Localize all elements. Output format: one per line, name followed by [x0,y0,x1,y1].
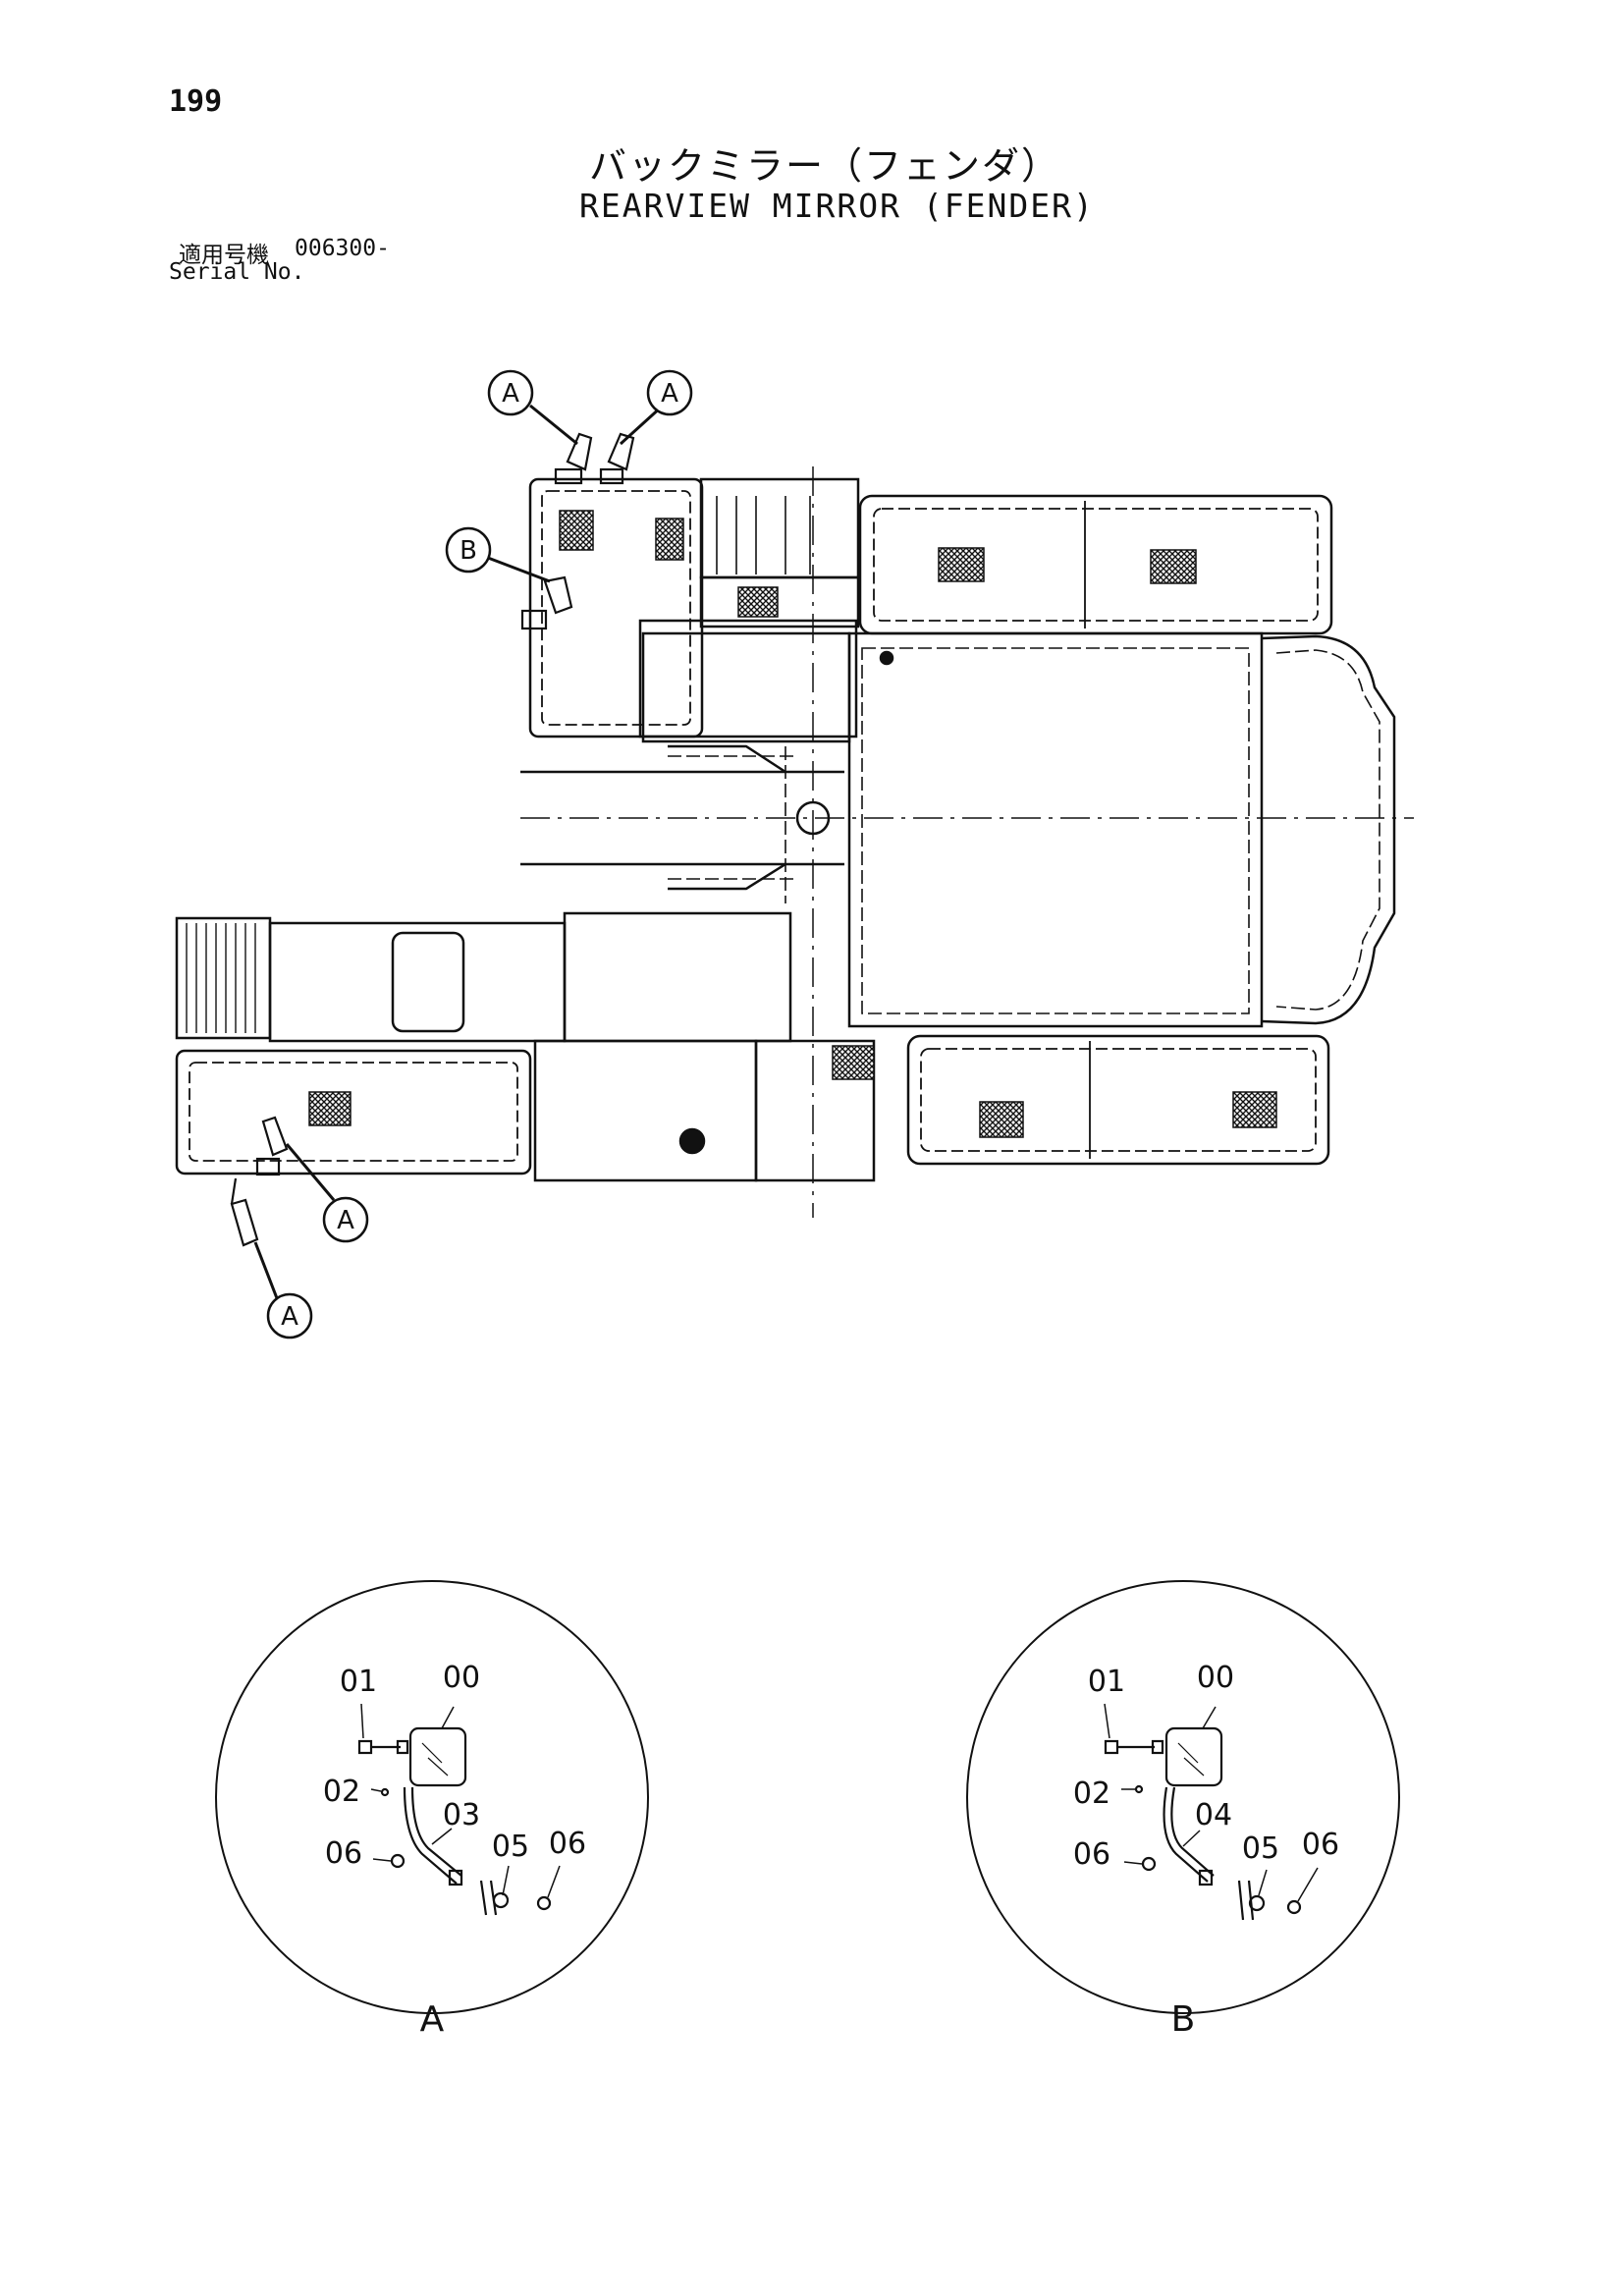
mirror-glass [1164,1726,1223,1787]
part-06-left: 06 [325,1836,362,1871]
part-06-left: 06 [1073,1837,1110,1872]
part-04: 04 [1195,1798,1232,1832]
lower-left-cab-block [175,911,876,1182]
main-body [641,631,1396,1028]
page-title-japanese: バックミラー（フェンダ） [589,144,1061,188]
page-number: 199 [169,84,223,119]
upper-right-fender [858,494,1333,635]
part-06-right: 06 [549,1827,586,1861]
mirror-b [543,575,573,615]
page-title-english: REARVIEW MIRROR (FENDER) [579,187,1095,225]
boom-region [520,744,844,903]
serial-label-japanese: 適用号機 [179,243,269,268]
part-01: 01 [1088,1665,1125,1699]
callout-a-2-label: A [661,379,678,409]
serial-number-value: 006300- [295,236,390,261]
callout-a-4-label: A [281,1302,298,1332]
part-02: 02 [1073,1777,1110,1811]
callout-b-1: B [445,526,492,574]
machine-top-view [175,404,1414,1299]
callout-a-1: A [487,369,534,416]
part-06-right: 06 [1302,1828,1339,1862]
part-02: 02 [323,1775,360,1809]
callout-a-3: A [322,1196,369,1243]
part-00: 00 [1197,1661,1234,1695]
mirror-lower-a-far [230,1198,259,1247]
serial-label-english: Serial No. [169,259,305,285]
part-05: 05 [492,1830,529,1864]
detail-a-caption: A [420,1999,445,2040]
mirror-lower-a [261,1116,289,1157]
callout-a-3-label: A [337,1206,354,1235]
detail-a-mirror-assembly [357,1726,552,1916]
part-01: 01 [340,1665,377,1699]
part-00: 00 [443,1661,480,1695]
callout-b-1-label: B [460,536,477,566]
callout-a-1-label: A [502,379,519,409]
callout-leaders [253,404,665,1299]
upper-left-cab-block [528,477,860,738]
part-05: 05 [1242,1831,1279,1866]
mirror-mounts [230,432,635,1247]
detail-b-caption: B [1171,1999,1196,2040]
callout-a-2: A [646,369,693,416]
callout-a-4: A [266,1292,313,1339]
detail-view-b: B 01 00 02 [966,1580,1400,2040]
mirror-glass [408,1726,467,1787]
part-03: 03 [443,1798,480,1832]
mirror-upper-right [607,432,635,471]
detail-b-mirror-assembly [1104,1726,1302,1921]
lower-right-fender [906,1034,1330,1166]
detail-view-a: A 01 00 02 [215,1580,649,2040]
